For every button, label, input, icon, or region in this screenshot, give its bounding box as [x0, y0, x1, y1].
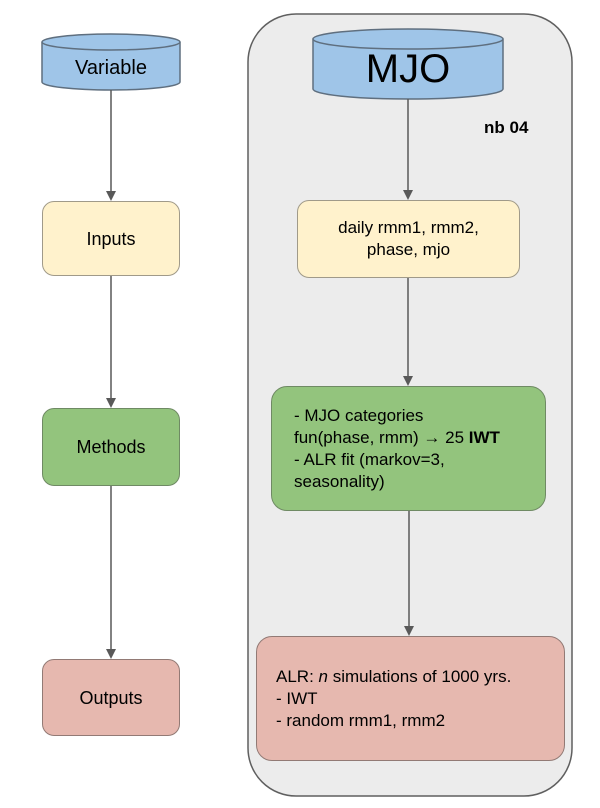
mjo-outputs-box: ALR: n simulations of 1000 yrs. - IWT - …	[256, 636, 565, 761]
mjo-outputs-line1-pre: ALR:	[276, 666, 319, 686]
methods-label: Methods	[76, 437, 146, 457]
methods-box: Methods	[42, 408, 180, 486]
mjo-outputs-line1: ALR: n simulations of 1000 yrs.	[276, 666, 511, 688]
variable-label: Variable	[75, 57, 147, 79]
mjo-methods-line2: fun(phase, rmm) → 25 IWT	[294, 427, 500, 449]
mjo-outputs-line2: - IWT	[276, 688, 318, 708]
mjo-outputs-line3: - random rmm1, rmm2	[276, 710, 446, 730]
mjo-methods-line3: - ALR fit (markov=3,	[294, 449, 445, 469]
inputs-label: Inputs	[86, 228, 136, 249]
mjo-inputs-line2: phase, mjo	[366, 240, 451, 259]
mjo-outputs-n: n	[318, 666, 328, 686]
mjo-methods-line4: seasonality)	[294, 471, 385, 491]
mjo-methods-line2-text: fun(phase, rmm) → 25	[294, 427, 469, 447]
notebook-label: nb 04	[484, 118, 529, 137]
outputs-box: Outputs	[42, 659, 180, 736]
mjo-inputs-line1: daily rmm1, rmm2,	[338, 218, 479, 237]
inputs-box: Inputs	[42, 201, 180, 276]
mjo-methods-line1: - MJO categories	[294, 405, 424, 425]
mjo-outputs-line1-post: simulations of 1000 yrs.	[328, 666, 512, 686]
mjo-inputs-box: daily rmm1, rmm2, phase, mjo	[297, 200, 520, 278]
mjo-title: MJO	[365, 47, 451, 91]
outputs-label: Outputs	[79, 687, 143, 708]
mjo-methods-box: - MJO categories fun(phase, rmm) → 25 IW…	[271, 386, 546, 511]
mjo-cylinder	[312, 28, 504, 100]
mjo-methods-iwt: IWT	[468, 427, 500, 447]
